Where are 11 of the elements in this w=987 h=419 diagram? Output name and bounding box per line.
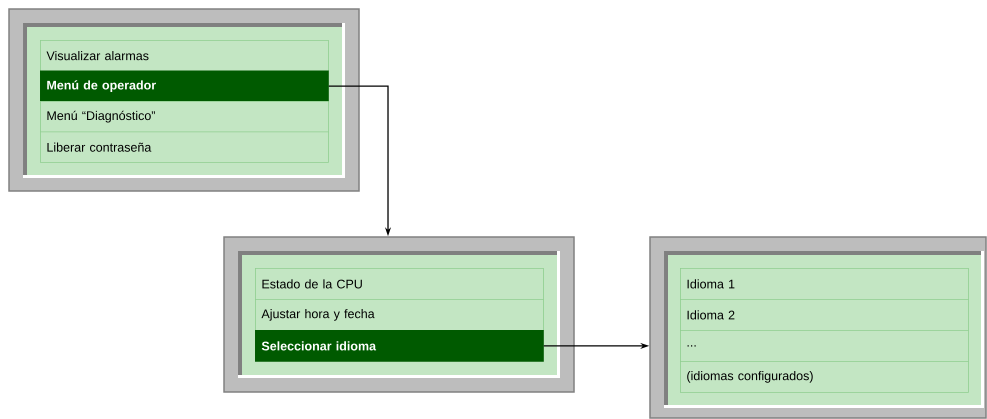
menu-item: ... [680, 330, 969, 362]
menu-item: Menú “Diagnóstico” [40, 101, 329, 132]
menu-item: Estado de la CPU [255, 268, 544, 300]
menu-item: Idioma 2 [680, 299, 969, 331]
menu-item: Liberar contraseña [40, 131, 329, 163]
menu-item: Ajustar hora y fecha [255, 299, 544, 331]
menu-item: Idioma 1 [680, 268, 969, 300]
menu-item: Visualizar alarmas [40, 40, 329, 72]
menu-item: (idiomas configurados) [680, 361, 969, 393]
menu-item-selected: Menú de operador [40, 70, 329, 102]
menu-item-selected: Seleccionar idioma [255, 330, 544, 362]
